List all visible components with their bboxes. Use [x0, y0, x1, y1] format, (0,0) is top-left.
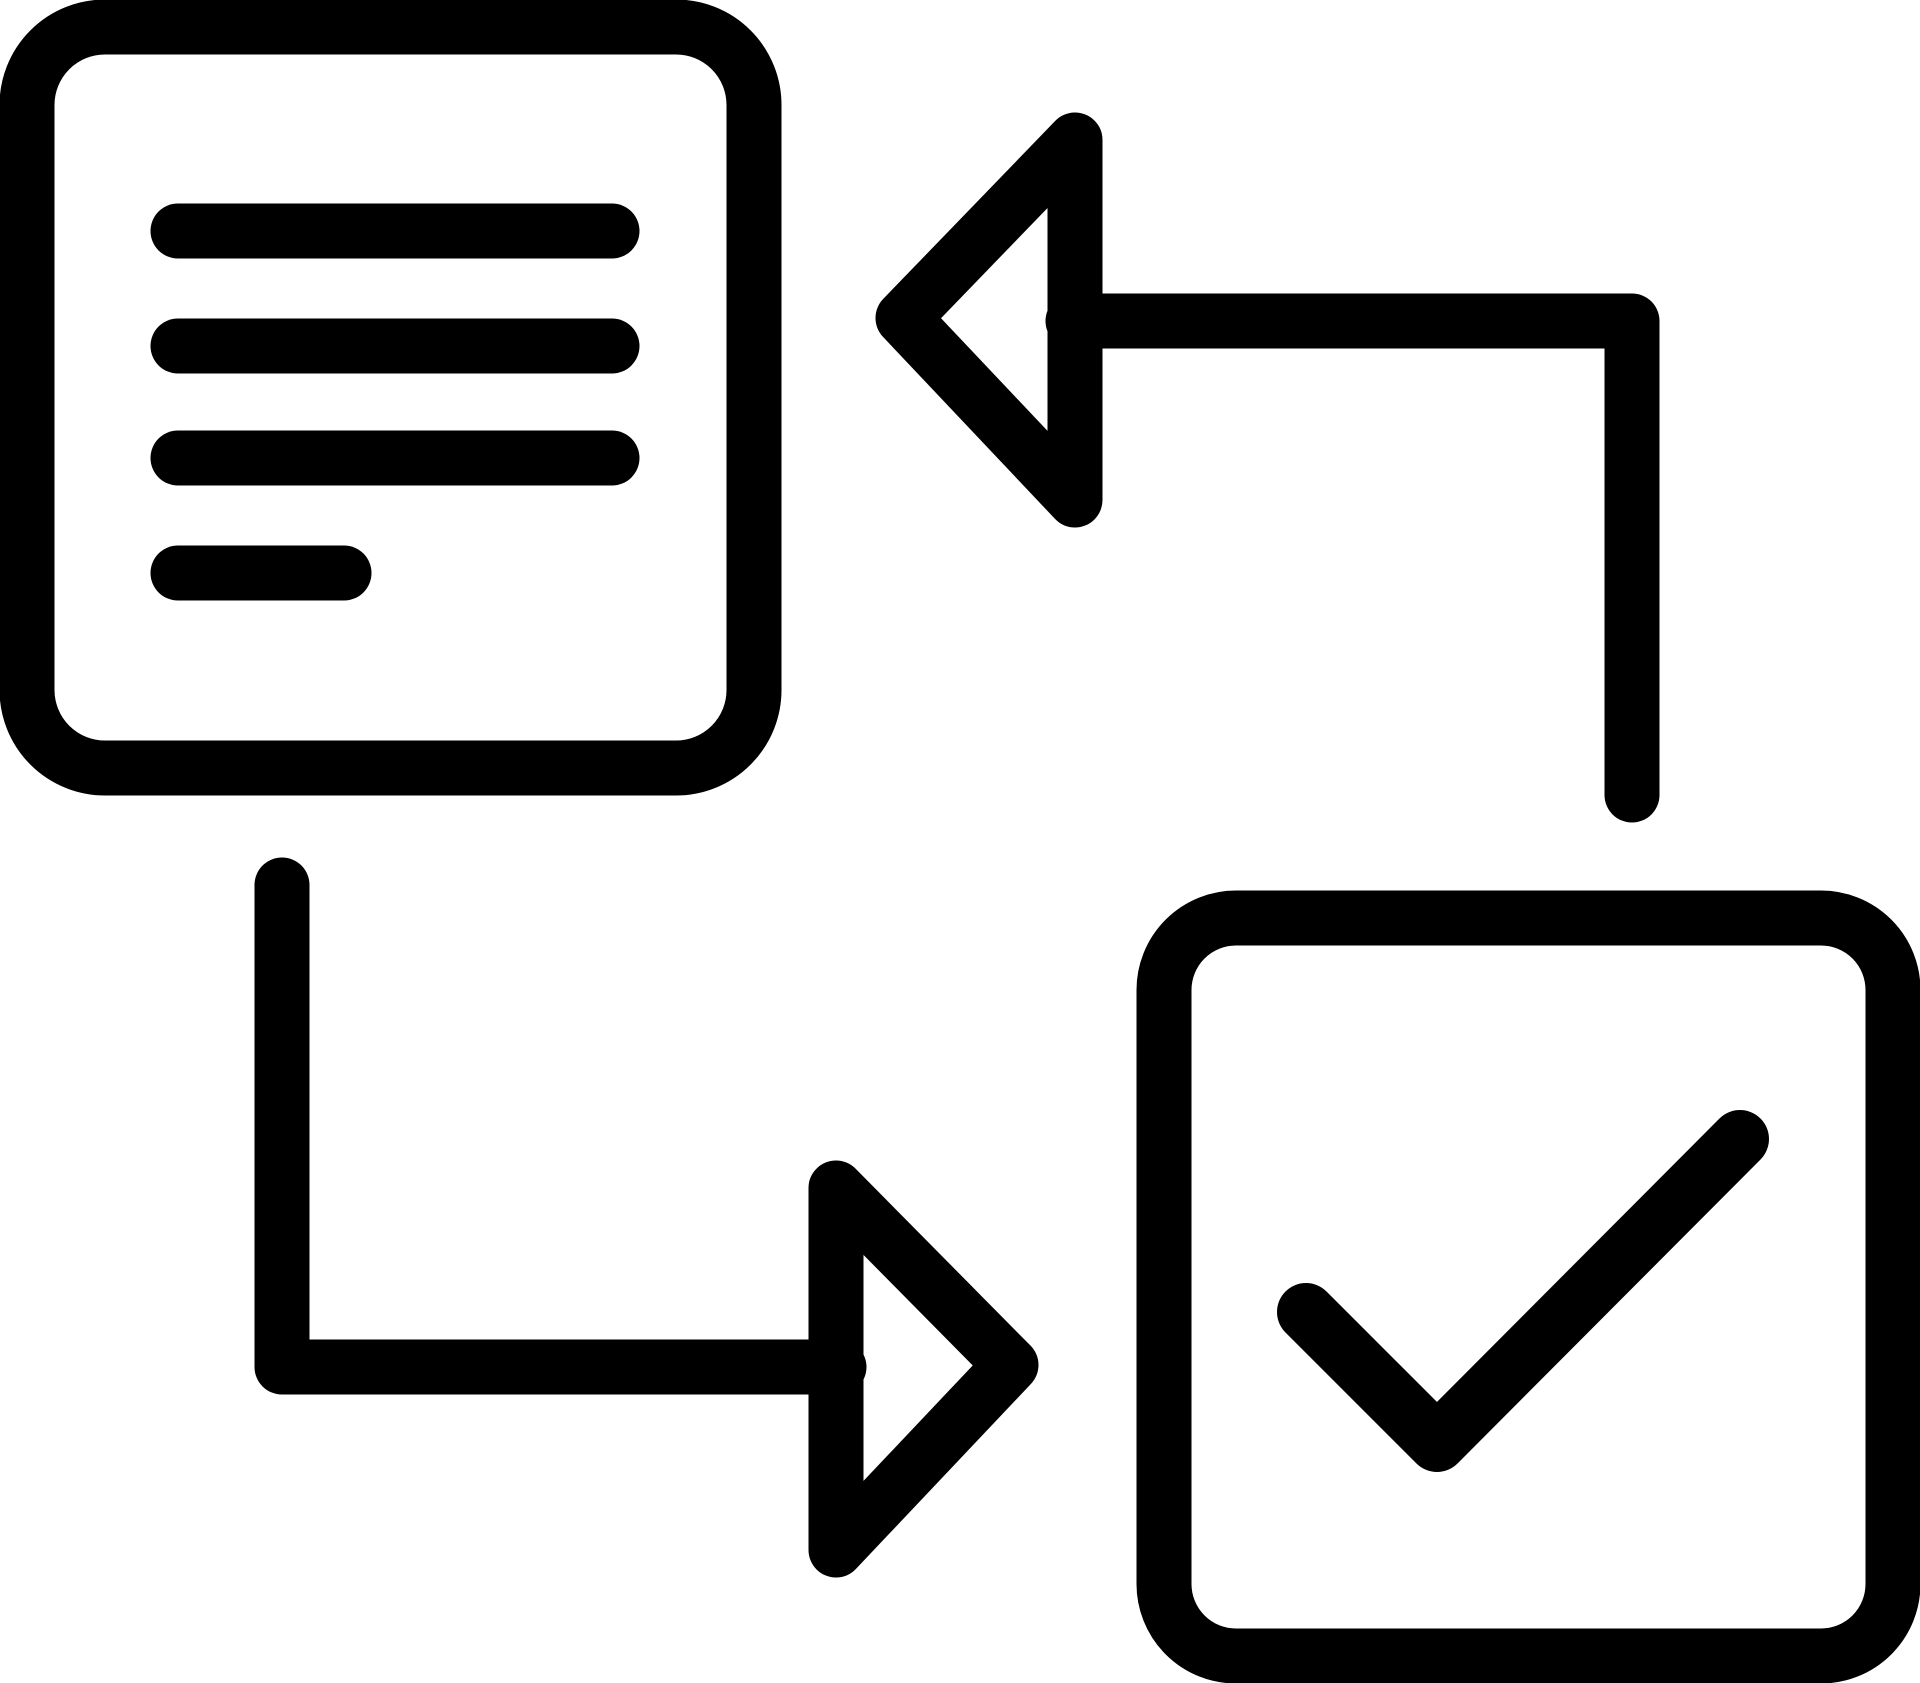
- document-frame: [0, 0, 782, 796]
- document-icon: [0, 0, 782, 796]
- return-arrow-head: [875, 112, 1103, 528]
- checkbox-icon: [1136, 890, 1920, 1683]
- return-arrow-icon: [875, 112, 1660, 823]
- forward-arrow-shaft: [254, 857, 867, 1395]
- return-arrow-shaft: [1045, 293, 1660, 823]
- checkmark-icon: [1277, 1110, 1769, 1472]
- forward-arrow-head: [808, 1160, 1039, 1578]
- forward-arrow-icon: [254, 857, 1039, 1578]
- checkbox-frame: [1136, 890, 1920, 1683]
